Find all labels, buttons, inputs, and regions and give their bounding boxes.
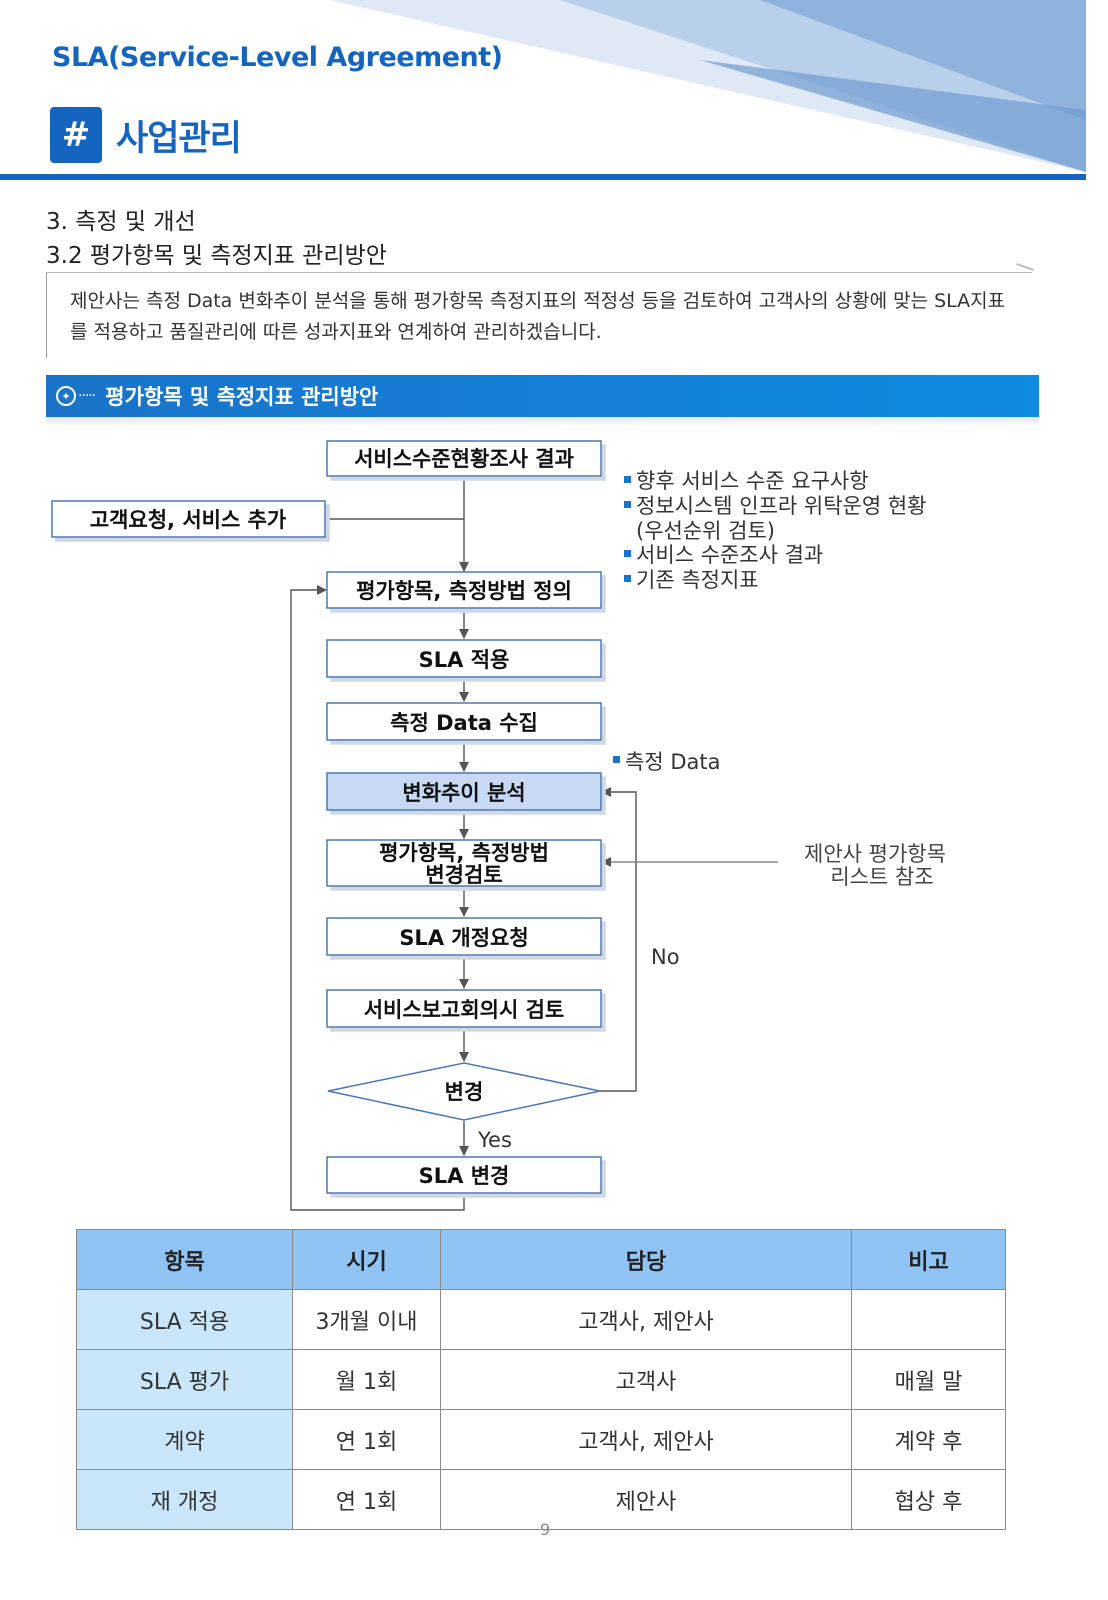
flow-connectors: [290, 476, 778, 1211]
svg-text:SLA 적용: SLA 적용: [419, 648, 510, 672]
table-cell: SLA 평가: [76, 1349, 293, 1410]
note-3: 서비스 수준조사 결과: [636, 543, 823, 567]
table-cell: 재 개정: [76, 1469, 293, 1530]
reference-line-1: 제안사 평가항목: [804, 842, 946, 866]
table-cell: 계약: [76, 1409, 293, 1470]
svg-text:변경: 변경: [445, 1080, 484, 1104]
table-header-row: 항목 시기 담당 비고: [76, 1229, 1006, 1290]
note-data: 측정 Data: [625, 750, 720, 774]
table-header-owner: 담당: [440, 1229, 852, 1290]
table-cell: 협상 후: [851, 1469, 1006, 1530]
flow-step-analyze: 변화추이 분석: [326, 772, 602, 811]
table-cell: 계약 후: [851, 1409, 1006, 1470]
bar-title: 평가항목 및 측정지표 관리방안: [105, 385, 379, 409]
svg-text:SLA 개정요청: SLA 개정요청: [399, 926, 528, 950]
flow-decision: 변경: [327, 1062, 601, 1121]
svg-text:측정 Data 수집: 측정 Data 수집: [390, 711, 538, 735]
flow-step-meeting: 서비스보고회의시 검토: [326, 989, 602, 1028]
svg-text:평가항목, 측정방법 정의: 평가항목, 측정방법 정의: [356, 579, 572, 603]
flowchart: 고객요청, 서비스 추가 서비스수준현황조사 결과 평가항목, 측정방법 정의 …: [51, 440, 946, 1211]
intro-paragraph: 제안사는 측정 Data 변화추이 분석을 통해 평가항목 측정지표의 적정성 …: [70, 290, 1006, 343]
table-cell: [851, 1289, 1006, 1350]
subheading-2: 3.2 평가항목 및 측정지표 관리방안: [46, 243, 387, 269]
note-4: 기존 측정지표: [636, 568, 759, 592]
note-1: 향후 서비스 수준 요구사항: [636, 469, 869, 493]
flow-step-collect: 측정 Data 수집: [326, 702, 602, 741]
table-cell: 연 1회: [292, 1409, 441, 1470]
table-cell: 월 1회: [292, 1349, 441, 1410]
section-bar: ✦ ····· 평가항목 및 측정지표 관리방안: [46, 375, 1039, 417]
header-decoration: [330, 0, 1086, 172]
flow-input-box: 고객요청, 서비스 추가: [51, 500, 326, 538]
svg-text:평가항목, 측정방법: 평가항목, 측정방법: [379, 841, 549, 865]
table-row: 재 개정 연 1회 제안사 협상 후: [76, 1469, 1006, 1530]
table-header-note: 비고: [851, 1229, 1006, 1290]
svg-text:서비스보고회의시 검토: 서비스보고회의시 검토: [364, 998, 565, 1022]
flow-reference: 제안사 평가항목 리스트 참조: [804, 842, 946, 889]
table-cell: 제안사: [440, 1469, 852, 1530]
flow-step-apply: SLA 적용: [326, 639, 602, 678]
table-row: SLA 적용 3개월 이내 고객사, 제안사: [76, 1289, 1006, 1350]
table-header-item: 항목: [76, 1229, 293, 1290]
sla-schedule-table: 항목 시기 담당 비고 SLA 적용 3개월 이내 고객사, 제안사 SLA 평…: [76, 1229, 1006, 1530]
lightbulb-icon: ✦: [56, 386, 76, 406]
table-cell: 연 1회: [292, 1469, 441, 1530]
flow-step-request: SLA 개정요청: [326, 917, 602, 956]
flow-step-define: 평가항목, 측정방법 정의: [326, 571, 602, 609]
table-cell: 매월 말: [851, 1349, 1006, 1410]
reference-line-2: 리스트 참조: [830, 865, 933, 889]
table-row: SLA 평가 월 1회 고객사 매월 말: [76, 1349, 1006, 1410]
table-cell: 고객사: [440, 1349, 852, 1410]
document-title: SLA(Service-Level Agreement): [52, 42, 503, 73]
bar-dots: ·····: [78, 388, 96, 404]
section-mark: #: [50, 107, 102, 163]
header-rule: [0, 174, 1086, 180]
page-number: 9: [540, 1520, 551, 1539]
bar-shadow: [46, 417, 1039, 427]
svg-text:변화추이 분석: 변화추이 분석: [402, 781, 525, 805]
flow-notes: 향후 서비스 수준 요구사항 정보시스템 인프라 위탁운영 현황 (우선순위 검…: [613, 469, 927, 774]
table-cell: SLA 적용: [76, 1289, 293, 1350]
section-title: 사업관리: [116, 118, 242, 159]
svg-text:변경검토: 변경검토: [425, 863, 502, 887]
flow-label-no: No: [651, 945, 680, 969]
note-2: 정보시스템 인프라 위탁운영 현황: [636, 494, 927, 518]
flow-label-yes: Yes: [477, 1128, 512, 1152]
subheading-1: 3. 측정 및 개선: [46, 209, 196, 235]
table-cell: 3개월 이내: [292, 1289, 441, 1350]
note-2b: (우선순위 검토): [636, 519, 775, 543]
svg-text:서비스수준현황조사 결과: 서비스수준현황조사 결과: [354, 447, 574, 471]
flow-step-change: SLA 변경: [326, 1156, 602, 1194]
svg-text:고객요청, 서비스 추가: 고객요청, 서비스 추가: [90, 508, 287, 532]
table-cell: 고객사, 제안사: [440, 1289, 852, 1350]
section-header: # 사업관리: [50, 106, 242, 164]
flow-step-survey: 서비스수준현황조사 결과: [326, 440, 602, 477]
intro-frame: [46, 272, 1032, 358]
table-header-timing: 시기: [292, 1229, 441, 1290]
flow-step-review: 평가항목, 측정방법 변경검토: [326, 839, 602, 887]
table-cell: 고객사, 제안사: [440, 1409, 852, 1470]
table-row: 계약 연 1회 고객사, 제안사 계약 후: [76, 1409, 1006, 1470]
svg-text:SLA 변경: SLA 변경: [419, 1164, 510, 1188]
